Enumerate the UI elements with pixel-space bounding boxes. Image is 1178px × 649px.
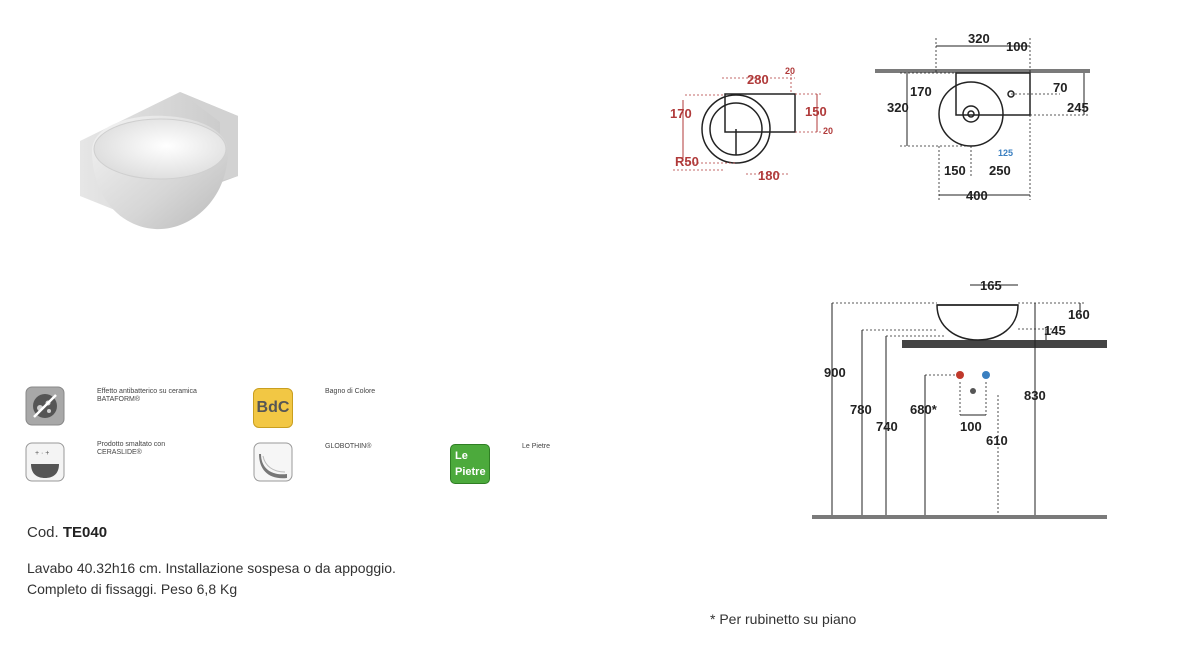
- description-line-2: Completo di fissaggi. Peso 6,8 Kg: [27, 581, 238, 597]
- feature-text-bataform: Effetto antibatterico su ceramica BATAFO…: [97, 388, 197, 403]
- dim-r50: R50: [675, 154, 699, 169]
- feature-text-bdc: Bagno di Colore: [325, 388, 376, 395]
- dim-400: 400: [966, 188, 988, 203]
- dim-740: 740: [876, 419, 898, 434]
- feature-text-le-pietre: Le Pietre: [522, 443, 551, 450]
- product-description: Lavabo 40.32h16 cm. Installazione sospes…: [27, 558, 396, 600]
- dim-125: 125: [998, 148, 1013, 158]
- dim-680: 680*: [910, 402, 938, 417]
- dim-830: 830: [1024, 388, 1046, 403]
- feature-text-ceraslide: Prodotto smaltato con CERASLIDE®: [97, 441, 166, 456]
- drain-outlet-icon: [970, 388, 976, 394]
- top-view-drawing: 320 100 170 70 320 245 125 150 250 400: [875, 31, 1090, 203]
- dim-320-vertical: 320: [887, 100, 909, 115]
- dim-20-top: 20: [785, 66, 795, 76]
- dim-20-right: 20: [823, 126, 833, 136]
- le-pietre-logo-line2: Pietre: [455, 466, 486, 478]
- le-pietre-logo-line1: Le: [455, 450, 468, 462]
- dim-280: 280: [747, 72, 769, 87]
- product-code: Cod. TE040: [27, 524, 107, 541]
- bdc-logo-text: BdC: [256, 399, 290, 416]
- hot-water-inlet-icon: [956, 371, 964, 379]
- dim-100-top: 100: [1006, 39, 1028, 54]
- top-view-drawing-red: 280 20 170 150 20 R50 180: [670, 66, 833, 183]
- dim-180: 180: [758, 168, 780, 183]
- dim-100-side: 100: [960, 419, 982, 434]
- dim-150-bottom: 150: [944, 163, 966, 178]
- svg-text:+ · +: + · +: [35, 450, 49, 457]
- dim-320-top: 320: [968, 31, 990, 46]
- dim-70: 70: [1053, 80, 1067, 95]
- ceraslide-icon: + · +: [25, 442, 65, 482]
- dim-245: 245: [1067, 100, 1089, 115]
- le-pietre-logo: Le Pietre: [450, 444, 490, 484]
- dim-170: 170: [670, 106, 692, 121]
- cold-water-inlet-icon: [982, 371, 990, 379]
- description-line-1: Lavabo 40.32h16 cm. Installazione sospes…: [27, 560, 396, 576]
- dim-780: 780: [850, 402, 872, 417]
- feature-text-globothin: GLOBOTHIN®: [325, 443, 372, 450]
- side-elevation-drawing: 165 160 145 900 780 680* 740 830 100 610: [812, 278, 1107, 519]
- dim-250: 250: [989, 163, 1011, 178]
- bdc-logo: BdC: [253, 388, 293, 428]
- product-code-prefix: Cod.: [27, 524, 59, 541]
- dim-145: 145: [1044, 323, 1066, 338]
- dim-160: 160: [1068, 307, 1090, 322]
- globothin-icon: [253, 442, 293, 482]
- product-code-value: TE040: [62, 524, 108, 541]
- dim-900: 900: [824, 365, 846, 380]
- dim-165: 165: [980, 278, 1002, 293]
- dim-170-right: 170: [910, 84, 932, 99]
- bataform-icon: [25, 386, 65, 426]
- dim-150: 150: [805, 104, 827, 119]
- product-photo: [80, 92, 238, 230]
- footnote: * Per rubinetto su piano: [710, 611, 857, 627]
- dim-610: 610: [986, 433, 1008, 448]
